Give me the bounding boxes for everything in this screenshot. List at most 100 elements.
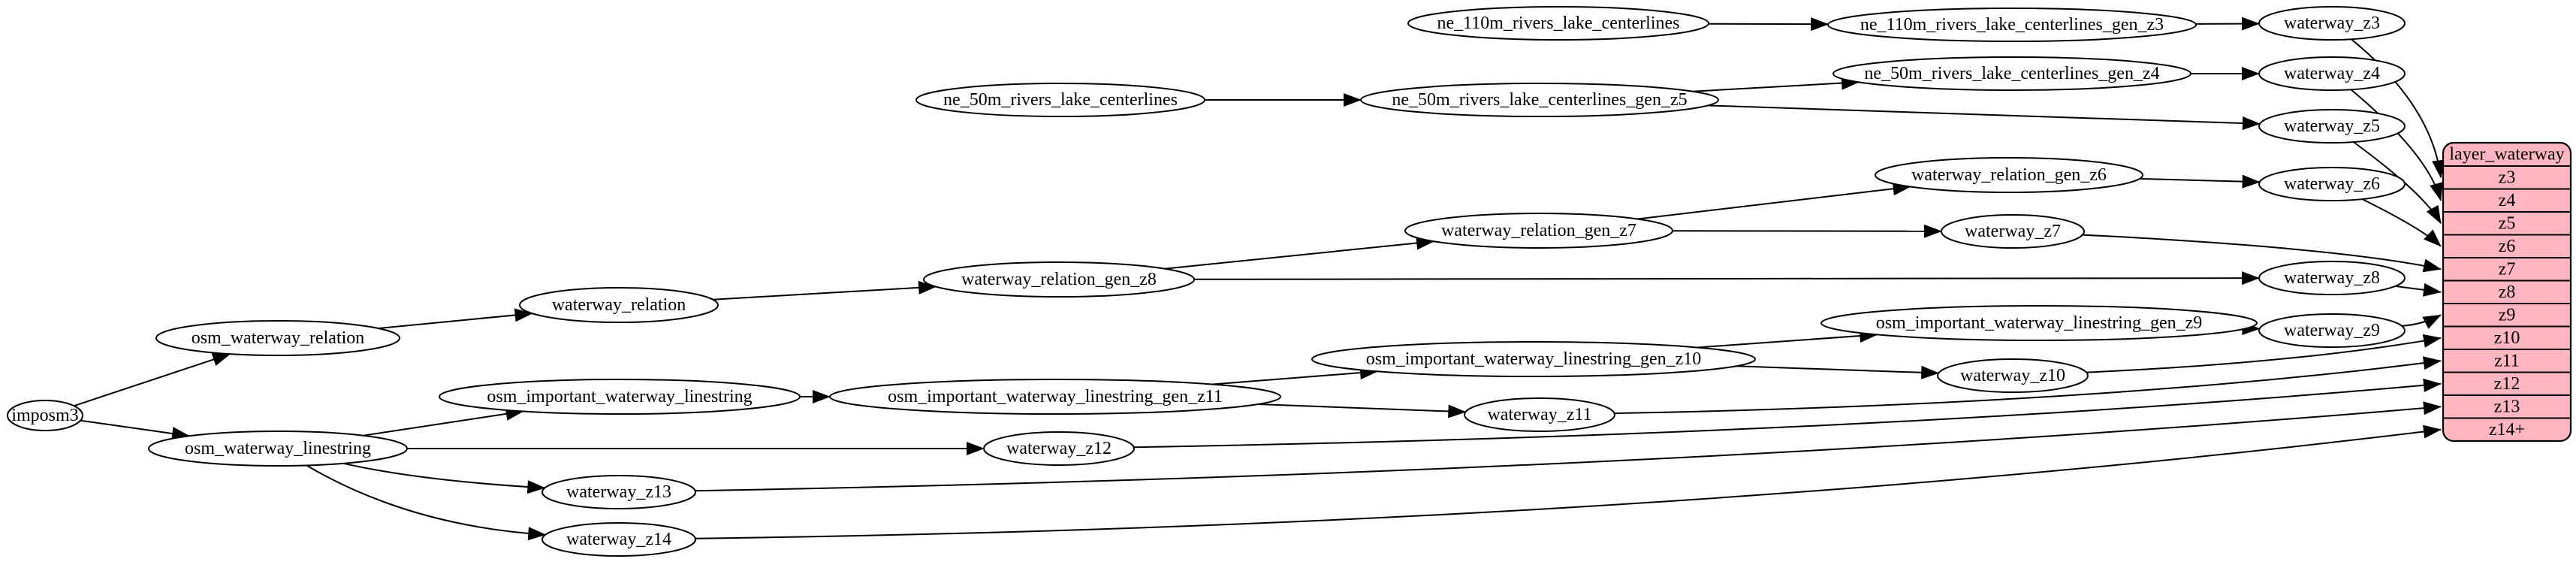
node-ellipse-ne-50m-rivers-lake-centerlines	[915, 83, 1205, 117]
table-row-z7: z7	[2499, 259, 2516, 279]
edge-osm-important-waterway-linestring-gen-z10-to-waterway-z10	[1736, 365, 1940, 379]
node-label-imposm3: imposm3	[11, 406, 78, 425]
edge-ne-50m-rivers-lake-centerlines-gen-z5-to-ne-50m-rivers-lake-centerlines-gen-z4	[1692, 76, 1860, 92]
node-ellipse-osm-important-waterway-linestring-gen-z10	[1311, 341, 1756, 377]
node-ellipse-waterway-z6	[2258, 167, 2406, 201]
node-label-waterway-z8: waterway_z8	[2284, 268, 2380, 288]
node-label-osm-important-waterway-linestring-gen-z11: osm_important_waterway_linestring_gen_z1…	[888, 387, 1223, 406]
edge-waterway-z11-to-layer-waterway-z11	[1614, 356, 2442, 415]
node-label-waterway-z3: waterway_z3	[2284, 14, 2380, 33]
node-ne-50m-rivers-lake-centerlines-gen-z5: ne_50m_rivers_lake_centerlines_gen_z5	[1360, 83, 1719, 117]
node-label-waterway-relation-gen-z6: waterway_relation_gen_z6	[1911, 165, 2107, 185]
node-waterway-relation: waterway_relation	[519, 287, 719, 323]
table-row-z3: z3	[2499, 168, 2516, 187]
edge-ne-50m-rivers-lake-centerlines-gen-z5-to-waterway-z5	[1707, 104, 2261, 131]
edge-waterway-z7-to-layer-waterway-z7	[2082, 234, 2442, 273]
node-label-waterway-z11: waterway_z11	[1487, 405, 1591, 425]
node-ellipse-waterway-z10	[1937, 358, 2089, 393]
edge-waterway-z4-to-layer-waterway-z4	[2350, 89, 2443, 201]
node-ellipse-ne-110m-rivers-lake-centerlines	[1407, 6, 1709, 41]
node-label-ne-50m-rivers-lake-centerlines-gen-z4: ne_50m_rivers_lake_centerlines_gen_z4	[1864, 64, 2159, 83]
node-ellipse-waterway-z14	[541, 522, 696, 557]
node-ellipse-ne-50m-rivers-lake-centerlines-gen-z5	[1360, 83, 1719, 117]
node-label-ne-110m-rivers-lake-centerlines: ne_110m_rivers_lake_centerlines	[1437, 14, 1680, 33]
edge-waterway-z9-to-layer-waterway-z9	[2402, 314, 2442, 329]
node-label-waterway-z10: waterway_z10	[1960, 366, 2065, 385]
node-ellipse-waterway-z4	[2258, 56, 2406, 91]
node-ellipse-waterway-z3	[2258, 6, 2406, 41]
node-ellipse-waterway-z12	[983, 431, 1135, 466]
node-waterway-z7: waterway_z7	[1941, 214, 2085, 249]
edge-waterway-z14-to-layer-waterway-z14	[695, 425, 2442, 539]
node-label-waterway-z6: waterway_z6	[2284, 174, 2380, 194]
edge-osm-waterway-linestring-to-osm-important-waterway-linestring	[363, 406, 524, 437]
node-label-waterway-z14: waterway_z14	[566, 530, 671, 549]
node-ellipse-osm-important-waterway-linestring	[439, 379, 801, 415]
node-label-waterway-relation-gen-z8: waterway_relation_gen_z8	[961, 270, 1157, 289]
edge-waterway-relation-gen-z6-to-waterway-z6	[2139, 174, 2261, 189]
edge-waterway-z6-to-layer-waterway-z6	[2361, 198, 2442, 247]
edge-osm-important-waterway-linestring-gen-z11-to-waterway-z11	[1257, 403, 1467, 418]
node-label-waterway-relation-gen-z7: waterway_relation_gen_z7	[1441, 221, 1636, 240]
node-ellipse-waterway-relation-gen-z7	[1404, 213, 1673, 249]
node-osm-important-waterway-linestring-gen-z9: osm_important_waterway_linestring_gen_z9	[1820, 305, 2258, 341]
node-waterway-z10: waterway_z10	[1937, 358, 2089, 393]
table-row-z10: z10	[2494, 328, 2520, 348]
layer-waterway-table-border	[2442, 141, 2572, 443]
table-row-z11: z11	[2494, 351, 2520, 370]
node-waterway-z8: waterway_z8	[2258, 261, 2406, 295]
node-waterway-z12: waterway_z12	[983, 431, 1135, 466]
node-ellipse-osm-important-waterway-linestring-gen-z9	[1820, 305, 2258, 341]
node-waterway-z13: waterway_z13	[541, 475, 696, 509]
node-osm-waterway-linestring: osm_waterway_linestring	[148, 431, 408, 467]
node-label-ne-50m-rivers-lake-centerlines: ne_50m_rivers_lake_centerlines	[943, 90, 1178, 110]
node-osm-waterway-relation: osm_waterway_relation	[155, 320, 400, 356]
edge-waterway-relation-gen-z7-to-waterway-relation-gen-z6	[1637, 182, 1911, 220]
node-label-waterway-z7: waterway_z7	[1965, 222, 2061, 241]
edge-osm-waterway-linestring-to-waterway-z13	[343, 462, 546, 494]
table-row-z6: z6	[2499, 237, 2516, 256]
node-waterway-z11: waterway_z11	[1464, 397, 1615, 432]
node-ellipse-waterway-z9	[2258, 313, 2406, 348]
layer-waterway-table: layer_waterwayz3z4z5z6z7z8z9z10z11z12z13…	[2442, 141, 2572, 443]
edge-imposm3-to-osm-waterway-relation	[74, 352, 231, 407]
node-label-osm-waterway-linestring: osm_waterway_linestring	[185, 439, 371, 458]
node-label-waterway-z9: waterway_z9	[2284, 321, 2380, 340]
node-ellipse-ne-50m-rivers-lake-centerlines-gen-z4	[1832, 56, 2191, 91]
node-ellipse-waterway-z11	[1464, 397, 1615, 432]
node-label-waterway-z12: waterway_z12	[1006, 439, 1112, 458]
node-label-osm-waterway-relation: osm_waterway_relation	[192, 328, 365, 348]
table-row-z5: z5	[2499, 213, 2516, 233]
node-waterway-z4: waterway_z4	[2258, 56, 2406, 91]
edge-ne-110m-rivers-lake-centerlines-to-ne-110m-rivers-lake-centerlines-gen-z3	[1708, 17, 1829, 32]
node-ellipse-osm-waterway-relation	[155, 320, 400, 356]
edge-waterway-relation-gen-z8-to-waterway-relation-gen-z7	[1164, 236, 1435, 270]
node-ellipse-waterway-z8	[2258, 261, 2406, 295]
node-ellipse-osm-important-waterway-linestring-gen-z11	[829, 379, 1281, 415]
edge-waterway-relation-gen-z8-to-waterway-z8	[1193, 271, 2260, 286]
node-waterway-z6: waterway_z6	[2258, 167, 2406, 201]
table-row-z12: z12	[2494, 374, 2520, 394]
node-ellipse-ne-110m-rivers-lake-centerlines-gen-z3	[1827, 8, 2197, 42]
node-label-osm-important-waterway-linestring-gen-z9: osm_important_waterway_linestring_gen_z9	[1876, 313, 2203, 333]
table-row-z8: z8	[2499, 282, 2516, 302]
node-label-waterway-z4: waterway_z4	[2284, 64, 2380, 83]
node-waterway-z5: waterway_z5	[2258, 109, 2406, 144]
node-waterway-z14: waterway_z14	[541, 522, 696, 557]
edge-waterway-z8-to-layer-waterway-z8	[2395, 282, 2442, 297]
node-waterway-relation-gen-z8: waterway_relation_gen_z8	[923, 261, 1195, 298]
node-ne-50m-rivers-lake-centerlines-gen-z4: ne_50m_rivers_lake_centerlines_gen_z4	[1832, 56, 2191, 91]
node-label-osm-important-waterway-linestring: osm_important_waterway_linestring	[487, 387, 752, 406]
node-label-waterway-z13: waterway_z13	[566, 482, 671, 502]
node-label-waterway-z5: waterway_z5	[2284, 116, 2380, 136]
node-osm-important-waterway-linestring: osm_important_waterway_linestring	[439, 379, 801, 415]
node-ellipse-waterway-relation	[519, 287, 719, 323]
node-ellipse-waterway-z13	[541, 475, 696, 509]
node-ellipse-imposm3	[7, 400, 83, 431]
node-osm-important-waterway-linestring-gen-z10: osm_important_waterway_linestring_gen_z1…	[1311, 341, 1756, 377]
table-row-z13: z13	[2494, 397, 2520, 416]
node-ellipse-waterway-z7	[1941, 214, 2085, 249]
node-waterway-relation-gen-z6: waterway_relation_gen_z6	[1875, 157, 2143, 193]
node-waterway-z3: waterway_z3	[2258, 6, 2406, 41]
